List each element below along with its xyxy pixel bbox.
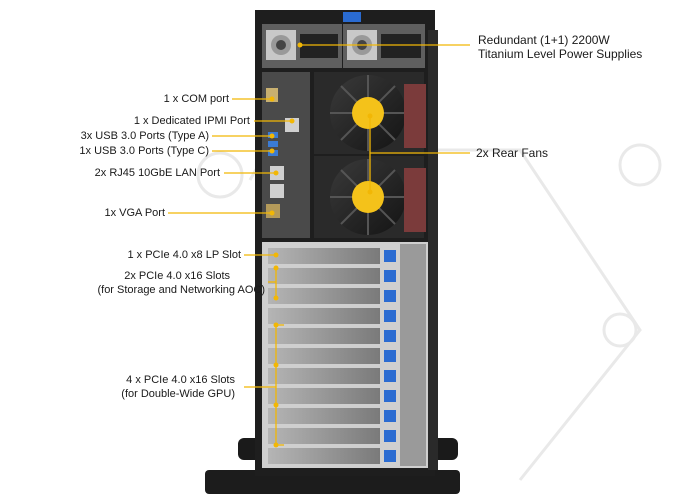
pcie-x16-storage-line1: 2x PCIe 4.0 x16 Slots xyxy=(124,270,230,282)
power-supplies xyxy=(262,24,425,68)
pcie-x16-storage-line2: (for Storage and Networking AOC) xyxy=(97,284,265,296)
callout-dots xyxy=(269,42,373,448)
pcie-slots xyxy=(268,248,380,464)
vga-label: 1x VGA Port xyxy=(104,207,165,219)
slot-latches xyxy=(384,250,396,462)
rear-fans xyxy=(314,72,426,238)
top-handle-tab xyxy=(343,12,361,22)
pcie-gpu-line2: (for Double-Wide GPU) xyxy=(121,388,235,400)
usb-c-label: 1x USB 3.0 Ports (Type C) xyxy=(79,145,209,157)
psu-label-line1: Redundant (1+1) 2200W xyxy=(478,33,610,47)
pcie-gpu-line1: 4 x PCIe 4.0 x16 Slots xyxy=(126,374,235,386)
ipmi-port-label: 1 x Dedicated IPMI Port xyxy=(133,115,250,127)
psu-label-line2: Titanium Level Power Supplies xyxy=(478,47,643,61)
rear-fans-label: 2x Rear Fans xyxy=(476,146,549,160)
usb-a-label: 3x USB 3.0 Ports (Type A) xyxy=(80,130,209,142)
com-port-label: 1 x COM port xyxy=(163,93,229,105)
lan-label: 2x RJ45 10GbE LAN Port xyxy=(94,167,220,179)
pcie-x8-label: 1 x PCIe 4.0 x8 LP Slot xyxy=(127,249,241,261)
